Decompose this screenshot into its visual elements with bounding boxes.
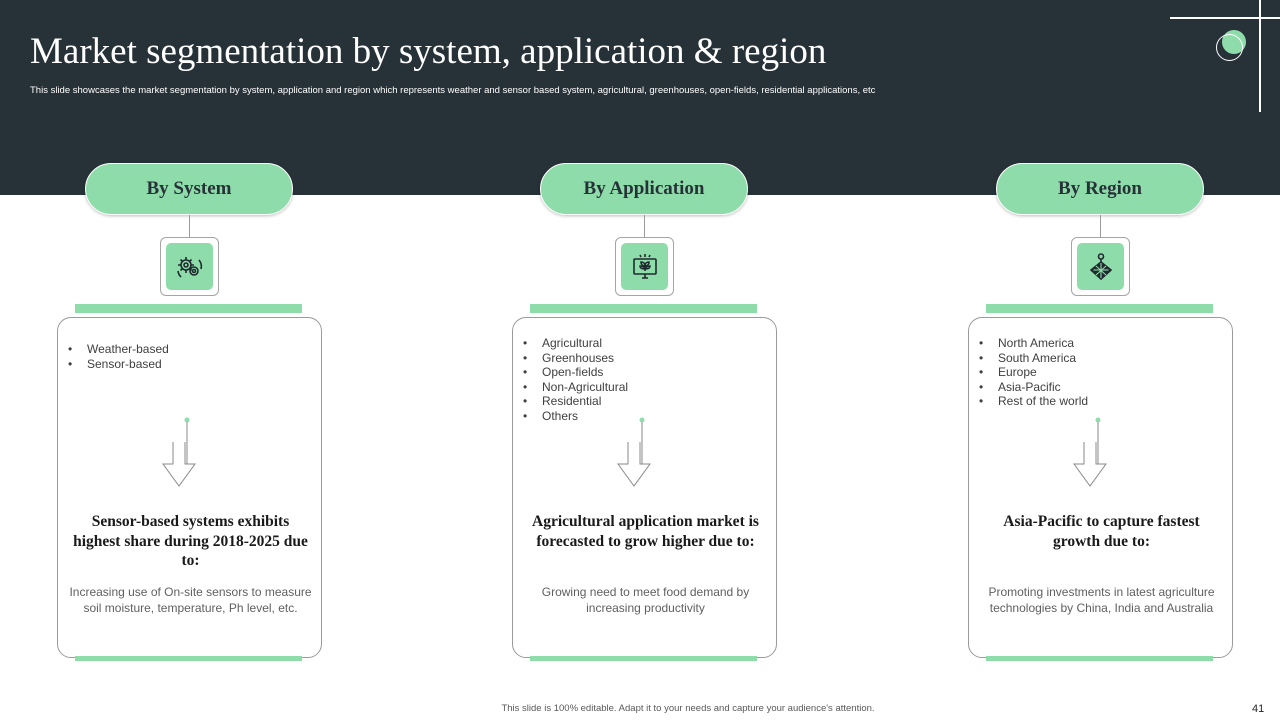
pill-connector [189, 215, 190, 237]
segment-description: Promoting investments in latest agricult… [988, 585, 1215, 615]
card-accent-bar-top [986, 304, 1213, 313]
corner-decoration-line-horizontal [1170, 17, 1280, 19]
pill-connector [1100, 215, 1101, 237]
segment-pill-application: By Application [540, 163, 748, 215]
list-item: North America [979, 336, 1088, 351]
segment-card-system: Weather-based Sensor-based Sensor-based … [57, 317, 322, 658]
list-item: Europe [979, 365, 1088, 380]
footer-note: This slide is 100% editable. Adapt it to… [501, 703, 875, 714]
segment-list: Agricultural Greenhouses Open-fields Non… [523, 336, 628, 423]
segment-description: Increasing use of On-site sensors to mea… [69, 585, 312, 615]
segment-list: Weather-based Sensor-based [68, 342, 169, 371]
icon-frame [160, 237, 219, 296]
list-item: Weather-based [68, 342, 169, 357]
list-item: Greenhouses [523, 351, 628, 366]
card-accent-bar-bottom [75, 656, 302, 661]
corner-decoration-ring [1216, 34, 1243, 61]
list-item: Asia-Pacific [979, 380, 1088, 395]
segment-column-application: By Application Agricultural Greenhouse [512, 0, 778, 720]
card-accent-bar-bottom [530, 656, 757, 661]
down-arrow-icon [159, 416, 199, 488]
card-accent-bar-top [75, 304, 302, 313]
header-band: Market segmentation by system, applicati… [0, 0, 1280, 195]
list-item: South America [979, 351, 1088, 366]
segment-column-region: By Region North America South A [968, 0, 1234, 720]
segment-description: Growing need to meet food demand by incr… [541, 585, 750, 615]
list-item: Others [523, 409, 628, 424]
segment-card-region: North America South America Europe Asia-… [968, 317, 1233, 658]
monitor-plant-icon [621, 243, 668, 290]
down-arrow-icon [614, 416, 654, 488]
segment-column-system: By System Weather-based Sensor-based [57, 0, 323, 720]
segment-heading: Sensor-based systems exhibits highest sh… [73, 513, 308, 569]
segment-pill-region: By Region [996, 163, 1204, 215]
list-item: Residential [523, 394, 628, 409]
list-item: Agricultural [523, 336, 628, 351]
slide-title: Market segmentation by system, applicati… [30, 31, 827, 72]
segment-card-application: Agricultural Greenhouses Open-fields Non… [512, 317, 777, 658]
segment-pill-system: By System [85, 163, 293, 215]
list-item: Open-fields [523, 365, 628, 380]
page-number: 41 [1252, 703, 1265, 715]
icon-frame [1071, 237, 1130, 296]
list-item: Sensor-based [68, 357, 169, 372]
list-item: Non-Agricultural [523, 380, 628, 395]
card-accent-bar-top [530, 304, 757, 313]
segment-heading: Asia-Pacific to capture fastest growth d… [1003, 513, 1200, 550]
icon-frame [615, 237, 674, 296]
globe-pin-icon [1077, 243, 1124, 290]
card-accent-bar-bottom [986, 656, 1213, 661]
gears-icon [166, 243, 213, 290]
segment-list: North America South America Europe Asia-… [979, 336, 1088, 409]
down-arrow-icon [1070, 416, 1110, 488]
slide-subtitle: This slide showcases the market segmenta… [30, 85, 876, 96]
corner-decoration-line-vertical [1259, 0, 1261, 112]
list-item: Rest of the world [979, 394, 1088, 409]
pill-connector [644, 215, 645, 237]
segment-heading: Agricultural application market is forec… [532, 513, 759, 550]
